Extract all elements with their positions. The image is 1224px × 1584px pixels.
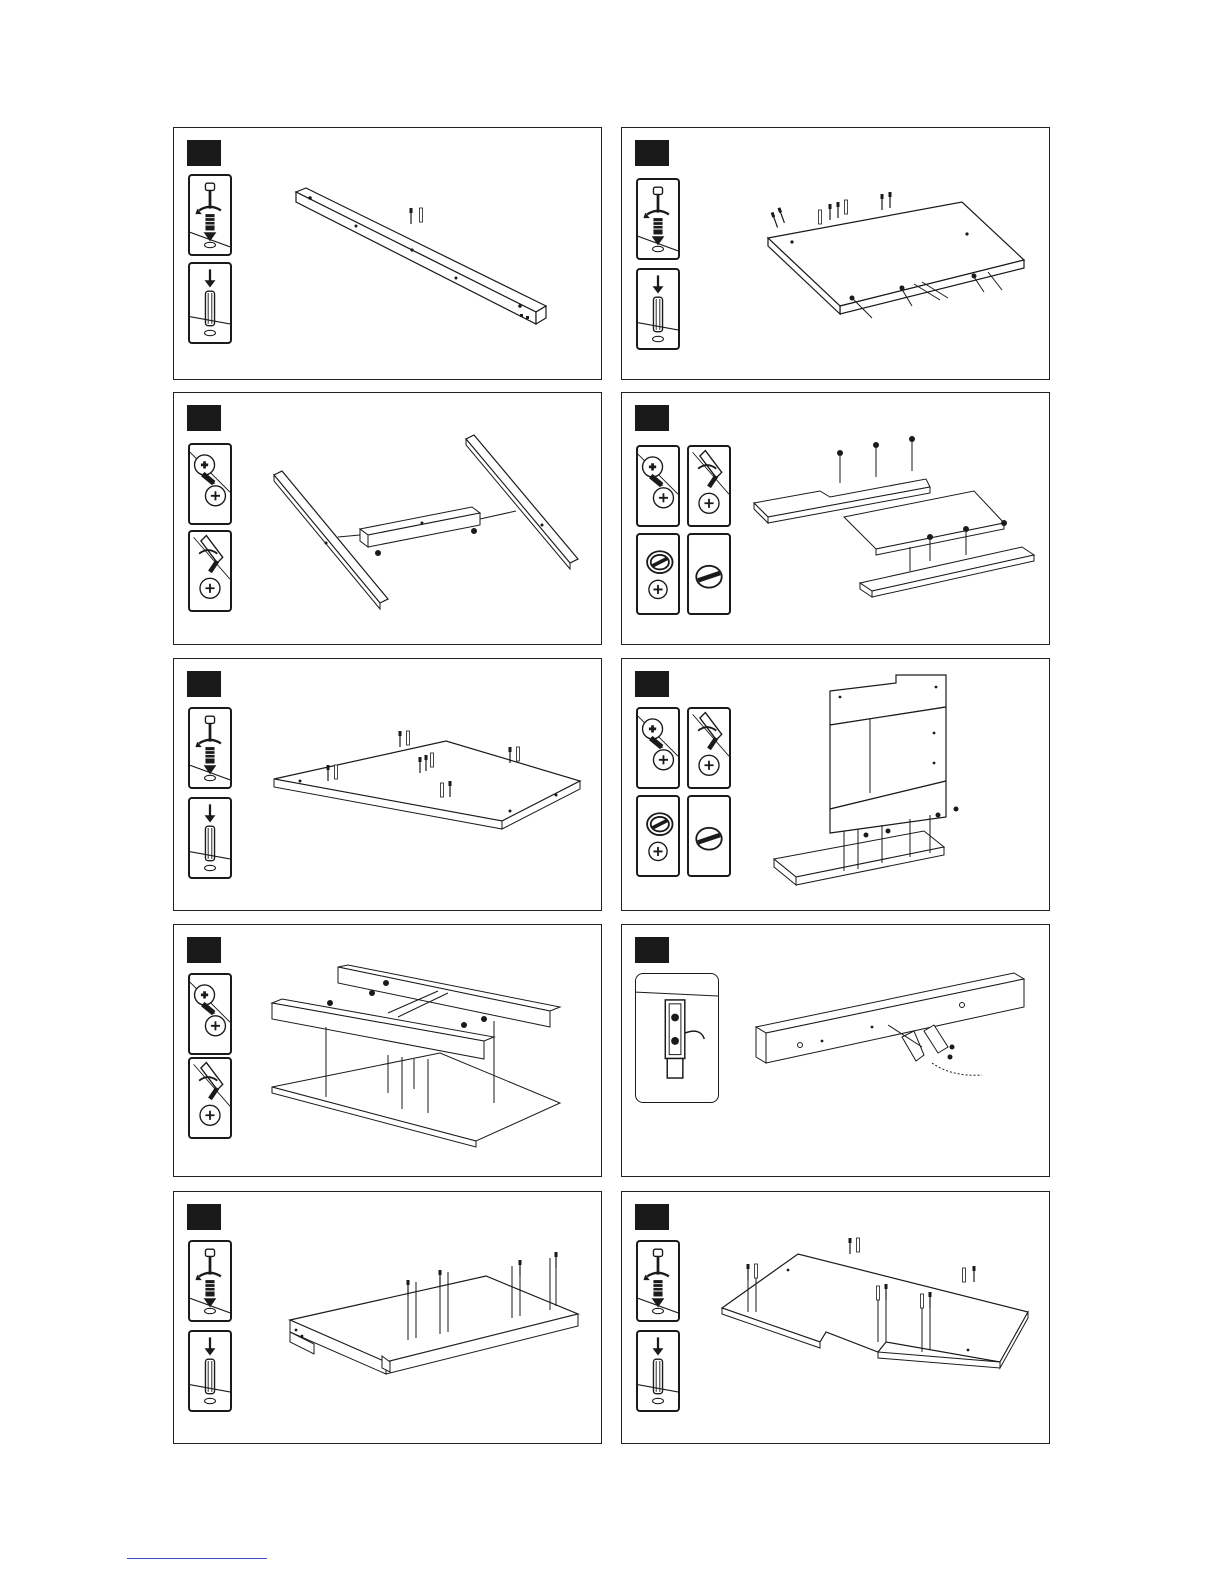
screwdriver-tighten-icon [188,530,232,612]
screwdriver-tighten-icon [687,707,731,789]
wood-dowel-insert-icon [636,268,680,350]
cam-bolt-insert-icon [188,707,232,789]
cam-bolt-insert-icon [636,1240,680,1322]
cam-cap-side-icon [687,533,731,615]
drawer-box-with-bolts [286,1244,586,1384]
step-panel-5 [173,658,602,911]
cam-bolt-insert-icon [188,1240,232,1322]
back-panel-assembly [770,673,970,895]
cam-bolt-insert-icon [636,178,680,260]
cam-cap-icon [636,533,680,615]
cam-lock-place-icon [636,445,680,527]
two-rails-with-crossbar [266,433,586,613]
long-rail-with-bolts [284,178,554,338]
step-number-badge [187,1204,221,1230]
large-panel-with-bolts [270,725,590,835]
cam-cap-icon [636,795,680,877]
step-panel-7 [173,924,602,1177]
step-panel-3 [173,392,602,645]
step-panel-1 [173,127,602,380]
panels-with-cam-locks [750,431,1040,606]
step-number-badge [187,671,221,697]
step-number-badge [635,140,669,166]
wood-dowel-insert-icon [188,1330,232,1412]
step-panel-4 [621,392,1050,645]
step-panel-10 [621,1191,1050,1444]
rail-with-hinge [752,965,1042,1095]
step-number-badge [635,937,669,963]
step-panel-6 [621,658,1050,911]
panel-with-bolts-and-dowels [762,188,1032,328]
step-panel-8 [621,924,1050,1177]
step-number-badge [635,405,669,431]
step-panel-9 [173,1191,602,1444]
step-number-badge [635,1204,669,1230]
footer-link-underline[interactable] [127,1558,267,1559]
wood-dowel-insert-icon [636,1330,680,1412]
step-panel-2 [621,127,1050,380]
step-number-badge [635,671,669,697]
cam-lock-place-icon [188,973,232,1055]
cam-cap-side-icon [687,795,731,877]
cam-lock-place-icon [188,443,232,525]
screwdriver-tighten-icon [188,1057,232,1139]
wood-dowel-insert-icon [188,262,232,344]
frame-onto-panel [268,963,568,1153]
wood-dowel-insert-icon [188,797,232,879]
hinge-detail-icon [635,973,719,1103]
cam-bolt-insert-icon [188,174,232,256]
step-number-badge [187,937,221,963]
screwdriver-tighten-icon [687,445,731,527]
cam-lock-place-icon [636,707,680,789]
step-number-badge [187,405,221,431]
notched-top-panel [718,1230,1038,1390]
step-number-badge [187,140,221,166]
